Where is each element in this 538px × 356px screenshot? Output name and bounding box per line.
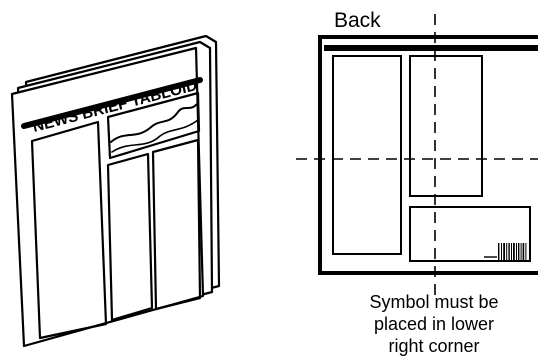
back-center-column [409, 55, 483, 197]
front-right-column [151, 138, 202, 311]
barcode-icon [498, 243, 527, 260]
back-page-frame [318, 35, 538, 275]
front-photo-box [106, 91, 201, 160]
caption-line-1: Symbol must be [369, 292, 498, 312]
front-left-column [30, 120, 108, 340]
front-mid-column [106, 152, 154, 322]
caption-line-2: placed in lower [374, 314, 494, 334]
photo-wave-shape [110, 103, 198, 143]
masthead-rule [21, 77, 203, 129]
front-tabloid-illustration [10, 34, 221, 348]
back-page-layout [318, 35, 538, 275]
back-left-column [332, 55, 402, 255]
back-top-rule [324, 45, 538, 51]
photo-wave-shape-2 [111, 119, 199, 153]
caption-line-3: right corner [388, 336, 479, 356]
back-symbol-block [409, 206, 531, 262]
back-label: Back [334, 9, 381, 32]
back-caption: Symbol must be placed in lower right cor… [369, 292, 498, 356]
